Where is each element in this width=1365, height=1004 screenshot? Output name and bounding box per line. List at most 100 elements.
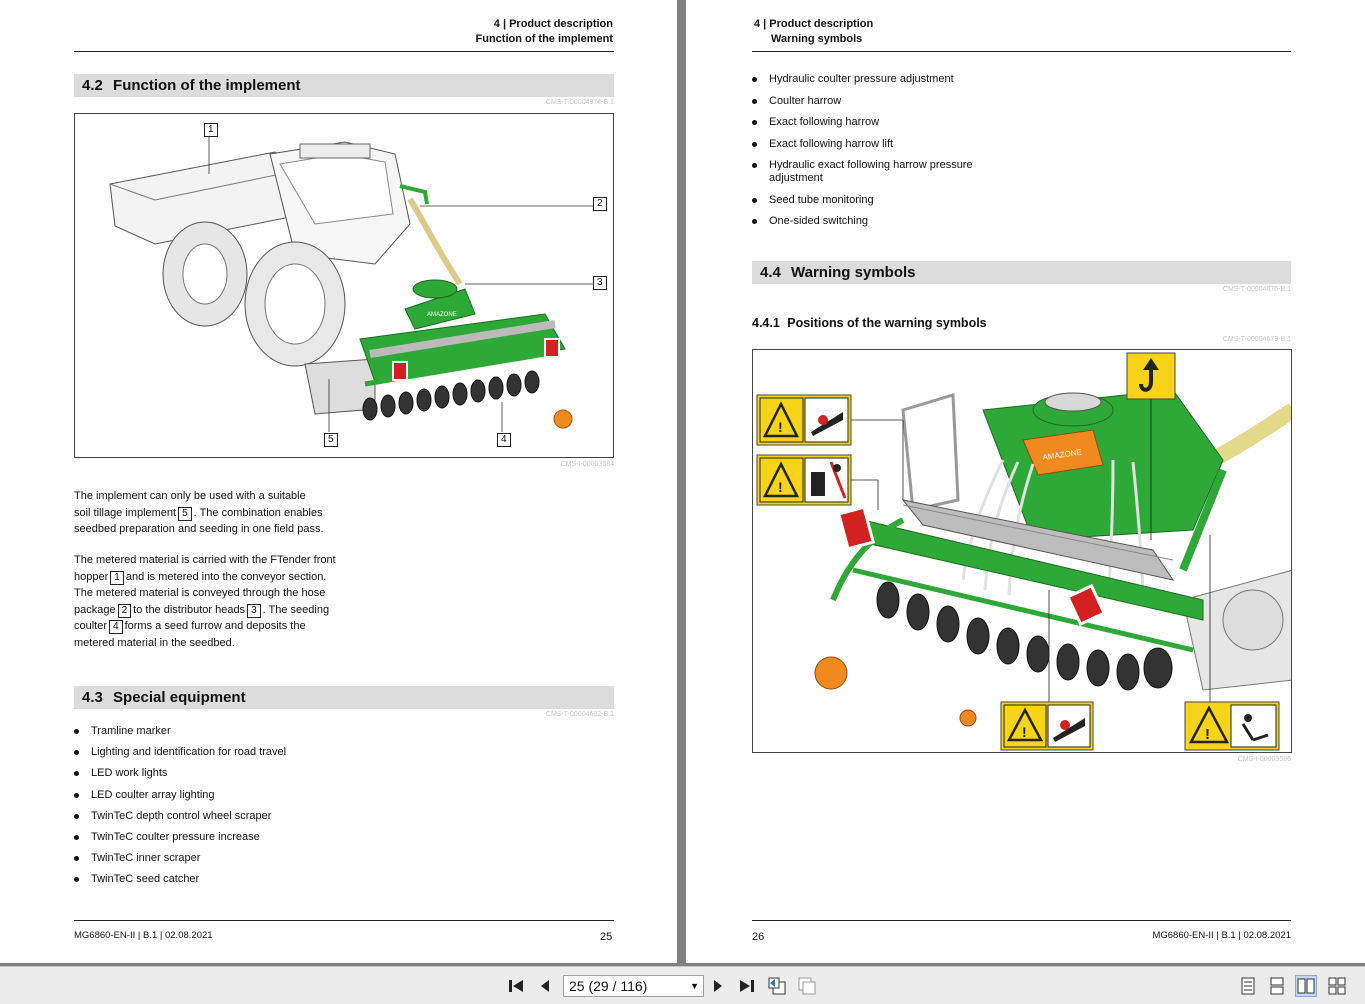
warning-sign-bottom-center: !: [1000, 701, 1094, 751]
list-item: Exact following harrow lift: [752, 138, 992, 151]
seeder-warning-illustration: AMAZONE: [756, 352, 1291, 751]
list-item: TwinTeC coulter pressure increase: [74, 831, 286, 844]
go-back-button[interactable]: [766, 975, 788, 997]
go-forward-button[interactable]: [796, 975, 818, 997]
list-item: Lighting and identification for road tra…: [74, 746, 286, 759]
special-equipment-list: Tramline marker Lighting and identificat…: [74, 725, 286, 886]
ref-box-2: 2: [117, 603, 132, 618]
text-span: soil tillage implement: [74, 506, 177, 519]
section-number: 4.3: [82, 689, 103, 706]
single-page-icon: [1241, 977, 1255, 995]
section-title: Warning symbols: [791, 264, 916, 281]
section-title: Function of the implement: [113, 77, 301, 94]
first-page-button[interactable]: [505, 975, 527, 997]
next-page-icon: [714, 980, 722, 992]
list-item: Hydraulic coulter pressure adjustment: [752, 73, 992, 86]
list-item: TwinTeC seed catcher: [74, 873, 286, 886]
subsection-heading-4-4-1: 4.4.1 Positions of the warning symbols: [752, 316, 987, 330]
cms-code: CMS-T-00004679-B.1: [1222, 336, 1291, 343]
last-page-button[interactable]: [736, 975, 758, 997]
warning-sign-upper-left: !: [756, 394, 852, 446]
paragraph-function: The implement can only be used with a su…: [74, 488, 349, 538]
text-span: . The seeding: [262, 603, 330, 616]
cms-code: CMS-T-00004682-B.1: [545, 711, 614, 718]
text-span: package: [74, 603, 116, 616]
text-line: seedbed preparation and seeding in one f…: [74, 523, 324, 535]
list-item: TwinTeC inner scraper: [74, 852, 286, 865]
implement-figure: AMAZONE 1 2 3: [74, 113, 614, 458]
header-rule: [752, 51, 1291, 52]
warning-sign-hook: [1126, 352, 1176, 400]
ref-box-3: 3: [247, 603, 261, 618]
section-number: 4.2: [82, 77, 103, 94]
last-page-icon: [740, 980, 754, 992]
text-line: The metered material is conveyed through…: [74, 587, 326, 599]
page-number: 26: [752, 931, 765, 943]
header-title: Function of the implement: [475, 33, 614, 45]
section-heading-4-2: 4.2 Function of the implement: [74, 74, 614, 97]
list-item: LED coulter array lighting: [74, 789, 286, 802]
header-rule: [74, 51, 614, 52]
continuous-page-icon: [1270, 977, 1284, 995]
page-selector[interactable]: 25 (29 / 116) ▼: [563, 975, 704, 997]
chevron-down-icon: ▼: [690, 981, 699, 991]
text-line: The implement can only be used with a su…: [74, 490, 306, 502]
header-title: Warning symbols: [771, 33, 863, 45]
callout-1: 1: [204, 123, 218, 137]
footer-doc-id: MG6860-EN-II | B.1 | 02.08.2021: [74, 930, 213, 941]
list-item: Tramline marker: [74, 725, 286, 738]
next-page-button[interactable]: [707, 975, 729, 997]
header-chapter: 4 | Product description: [754, 18, 874, 30]
figure-cms-code: CMS-I-00003586: [1237, 756, 1291, 763]
list-item: One-sided switching: [752, 215, 992, 228]
facing-continuous-view-button[interactable]: [1326, 975, 1348, 997]
figure-cms-code: CMS-I-00003584: [560, 461, 614, 468]
footer-doc-id: MG6860-EN-II | B.1 | 02.08.2021: [1152, 930, 1291, 941]
text-span: coulter: [74, 620, 108, 632]
page-number: 25: [600, 931, 613, 943]
list-item: Exact following harrow: [752, 116, 992, 129]
document-page-left: 4 | Product description Function of the …: [0, 0, 677, 963]
cms-code: CMS-T-00004676-B.1: [1222, 286, 1291, 293]
footer-rule: [752, 920, 1291, 921]
section-title: Special equipment: [113, 689, 246, 706]
warning-sign-middle-left: !: [756, 454, 852, 506]
section-heading-4-3: 4.3 Special equipment: [74, 686, 614, 709]
header-chapter: 4 | Product description: [493, 18, 613, 30]
callout-3: 3: [593, 276, 607, 290]
list-item: Hydraulic exact following harrow pressur…: [752, 159, 992, 185]
tractor-seeder-illustration: AMAZONE: [109, 136, 593, 432]
previous-page-button[interactable]: [534, 975, 556, 997]
list-item: Coulter harrow: [752, 95, 992, 108]
callout-2: 2: [593, 197, 607, 211]
list-item: TwinTeC depth control wheel scraper: [74, 810, 286, 823]
facing-continuous-icon: [1328, 977, 1346, 995]
text-span: forms a seed furrow and deposits the: [124, 620, 306, 632]
callout-5: 5: [324, 433, 338, 447]
page-header: 4 | Product description Warning symbols: [754, 17, 873, 47]
page-header: 4 | Product description Function of the …: [476, 17, 614, 47]
first-page-icon: [509, 980, 523, 992]
text-span: to the distributor heads: [133, 603, 246, 616]
list-item: LED work lights: [74, 767, 286, 780]
page-indicator: 25 (29 / 116): [569, 978, 648, 994]
facing-pages-icon: [1297, 978, 1315, 994]
text-span: . The combination enables: [193, 506, 323, 519]
previous-page-icon: [541, 980, 549, 992]
continuous-view-button[interactable]: [1266, 975, 1288, 997]
text-span: hopper: [74, 570, 109, 583]
document-page-right: 4 | Product description Warning symbols …: [686, 0, 1365, 963]
svg-text:!: !: [1205, 726, 1210, 743]
ref-box-5: 5: [178, 506, 192, 521]
text-line: metered material in the seedbed.: [74, 636, 235, 649]
svg-text:!: !: [778, 419, 783, 435]
paragraph-metering: The metered material is carried with the…: [74, 552, 359, 651]
facing-pages-view-button[interactable]: [1295, 975, 1317, 997]
ref-box-1: 1: [110, 570, 124, 585]
subsection-title: Positions of the warning symbols: [787, 316, 987, 330]
subsection-number: 4.4.1: [752, 316, 780, 330]
single-page-view-button[interactable]: [1237, 975, 1259, 997]
list-item: Seed tube monitoring: [752, 194, 992, 207]
